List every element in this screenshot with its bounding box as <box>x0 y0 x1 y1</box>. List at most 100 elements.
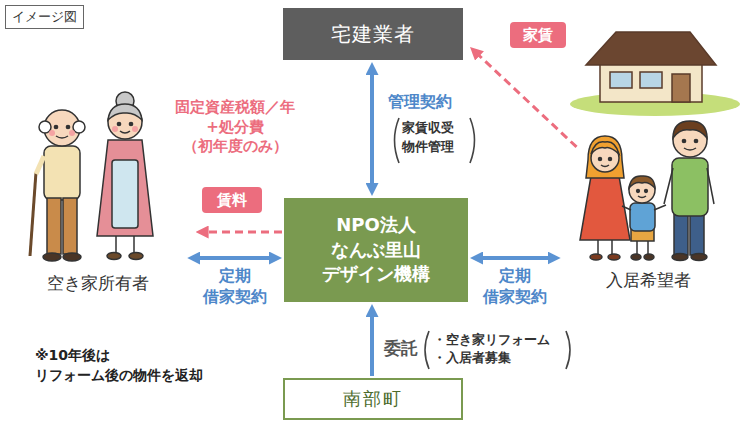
elderly-woman <box>97 92 153 260</box>
elderly-man <box>30 110 85 261</box>
elderly-man <box>30 172 36 256</box>
npo-box: NPO法人 なんぶ里山 デザイン機構 <box>284 198 468 302</box>
edge-label: 定期 借家契約 <box>475 266 555 308</box>
elderly-man <box>36 156 44 174</box>
child <box>638 196 646 198</box>
elderly-man <box>66 125 69 128</box>
cost-note: 固定資産税額／年 +処分費 （初年度のみ） <box>160 98 310 157</box>
elderly-woman <box>108 104 142 120</box>
elderly-man <box>56 136 68 138</box>
mother <box>586 136 624 178</box>
mother <box>608 254 620 260</box>
node-text: 入居希望者 <box>606 269 691 292</box>
father <box>664 121 714 261</box>
elderly-woman <box>97 140 153 236</box>
bracket <box>425 331 429 369</box>
edge-label: 定期 借家契約 <box>195 266 275 308</box>
house <box>570 32 740 116</box>
elderly-woman <box>108 105 142 139</box>
elderly-man <box>69 130 75 136</box>
father <box>691 254 707 261</box>
father <box>664 168 673 204</box>
payment-arrow <box>477 53 577 147</box>
child <box>637 190 640 193</box>
father <box>690 212 704 255</box>
child <box>630 203 655 231</box>
father <box>707 168 714 204</box>
circle-fill <box>552 118 744 310</box>
task-list: ・空き家リフォーム ・入居者募集 <box>433 331 561 366</box>
father <box>674 212 688 255</box>
node-text: 空き家所有者 <box>47 272 149 295</box>
father <box>684 148 696 150</box>
father <box>673 121 707 138</box>
return-note: ※10年後は リフォーム後の物件を返却 <box>35 345 225 386</box>
edge-label: 管理契約 <box>388 92 468 113</box>
mother <box>590 254 602 260</box>
bracket <box>395 118 400 163</box>
child <box>645 190 648 193</box>
elderly-man <box>49 130 55 136</box>
payment-arrow <box>205 231 282 234</box>
father <box>682 139 685 142</box>
house <box>610 72 632 88</box>
bracket <box>470 118 475 163</box>
elderly-man <box>39 121 51 133</box>
tag-label: イメージ図 <box>5 5 84 29</box>
edge-label: 委託 <box>384 337 424 360</box>
tenant-circle: 入居希望者 <box>552 118 744 310</box>
child <box>636 240 638 255</box>
circle-fill <box>0 118 195 313</box>
node-text: 南部町 <box>343 387 403 411</box>
agent-box: 宅建業者 <box>283 8 463 60</box>
child <box>629 176 655 188</box>
elderly-man <box>63 253 81 261</box>
mother <box>591 142 619 154</box>
elderly-woman <box>133 236 135 254</box>
mother <box>580 136 630 260</box>
house <box>672 74 690 102</box>
child <box>644 254 654 260</box>
contract-arrow <box>196 256 273 260</box>
child <box>622 176 666 260</box>
house <box>586 32 716 65</box>
elderly-man <box>63 198 77 254</box>
elderly-man <box>47 198 61 254</box>
child <box>622 206 631 210</box>
owner-circle: 空き家所有者 <box>0 118 195 313</box>
elderly-woman <box>112 126 118 132</box>
elderly-woman <box>107 253 121 260</box>
elderly-man <box>44 146 80 200</box>
elderly-woman <box>115 236 117 254</box>
node-text: 宅建業者 <box>331 21 415 48</box>
elderly-man <box>73 121 85 133</box>
father <box>672 158 708 216</box>
edge-label: 賃料 <box>202 187 262 213</box>
house <box>640 72 662 88</box>
father <box>672 254 688 261</box>
mother <box>580 176 630 240</box>
elderly-man <box>54 125 57 128</box>
child <box>647 240 649 255</box>
child <box>654 205 666 210</box>
bracket <box>566 331 570 369</box>
child <box>631 254 641 260</box>
contract-arrow <box>479 256 552 260</box>
mother <box>609 158 612 161</box>
elderly-woman <box>112 160 138 228</box>
house <box>600 62 702 102</box>
elderly-woman <box>117 122 120 125</box>
contract-arrow <box>370 71 374 187</box>
town-box: 南部町 <box>283 378 463 420</box>
duty-note: 家賃収受 物件管理 <box>402 119 468 157</box>
elderly-man <box>43 253 61 261</box>
mother <box>599 158 602 161</box>
node-text: NPO法人 なんぶ里山 デザイン機構 <box>298 213 454 287</box>
father <box>694 139 697 142</box>
elderly-woman <box>120 131 130 133</box>
elderly-woman <box>129 253 143 260</box>
contract-arrow <box>370 313 374 376</box>
mother <box>601 165 609 167</box>
elderly-woman <box>132 126 138 132</box>
elderly-woman <box>129 122 132 125</box>
